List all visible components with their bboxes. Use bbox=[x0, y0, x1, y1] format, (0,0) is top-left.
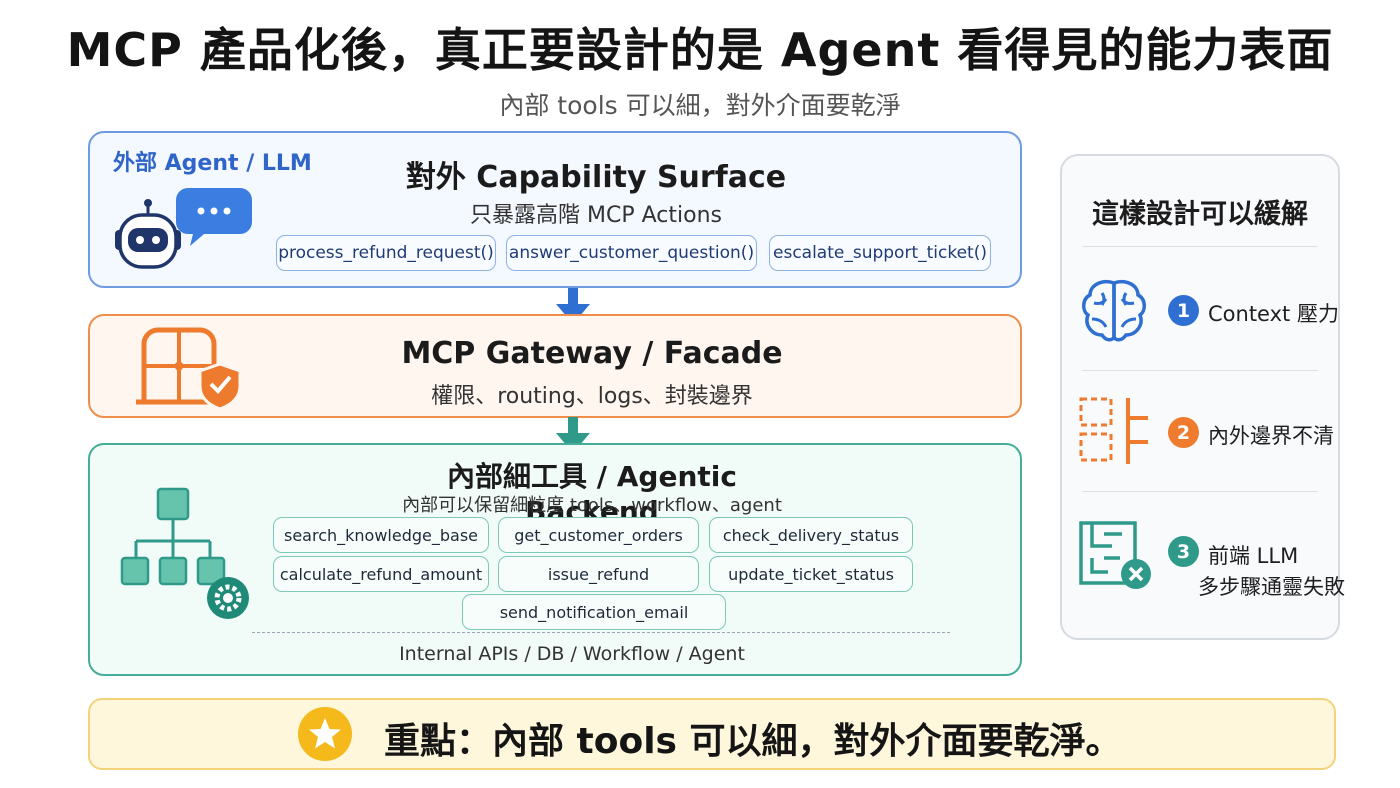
backend-footer: Internal APIs / DB / Workflow / Agent bbox=[399, 643, 745, 665]
step-number-badge: 1 bbox=[1168, 295, 1199, 326]
divider bbox=[1082, 370, 1318, 371]
key-point-banner bbox=[88, 698, 1336, 770]
mitigation-item-llm-detail: 多步驟通靈失敗 bbox=[1198, 575, 1345, 599]
tool-chip: issue_refund bbox=[498, 556, 699, 592]
robot-chat-icon bbox=[115, 188, 252, 269]
action-chip-process-refund: process_refund_request() bbox=[276, 235, 496, 271]
maze-fail-icon bbox=[1079, 521, 1151, 589]
page-subtitle: 內部 tools 可以細，對外介面要乾淨 bbox=[499, 91, 901, 120]
gateway-desc: 權限、routing、logs、封裝邊界 bbox=[431, 384, 753, 409]
tool-chip: search_knowledge_base bbox=[273, 517, 489, 553]
external-agent-label: 外部 Agent / LLM bbox=[113, 151, 312, 176]
star-icon bbox=[298, 707, 352, 761]
backend-title: 內部細工具 / Agentic Backend bbox=[447, 460, 737, 528]
gateway-title: MCP Gateway / Facade bbox=[401, 336, 783, 371]
divider bbox=[1082, 246, 1318, 247]
tool-chip: calculate_refund_amount bbox=[273, 556, 489, 592]
mitigation-item-llm: 前端 LLM bbox=[1208, 544, 1299, 568]
boundary-icon bbox=[1079, 397, 1148, 464]
action-chip-answer-question: answer_customer_question() bbox=[506, 235, 757, 271]
divider bbox=[1082, 491, 1318, 492]
gateway-panel bbox=[88, 314, 1022, 418]
tool-chip: send_notification_email bbox=[462, 594, 726, 630]
tool-chip: get_customer_orders bbox=[498, 517, 699, 553]
tool-chip: check_delivery_status bbox=[709, 517, 913, 553]
mitigation-item-context: Context 壓力 bbox=[1208, 302, 1339, 326]
mitigation-item-boundary: 內外邊界不清 bbox=[1208, 424, 1334, 448]
key-point-text: 重點：內部 tools 可以細，對外介面要乾淨。 bbox=[384, 721, 1122, 762]
gateway-shield-icon bbox=[136, 327, 242, 408]
tool-chip: update_ticket_status bbox=[709, 556, 913, 592]
step-number-badge: 3 bbox=[1168, 536, 1199, 567]
action-chip-escalate-ticket: escalate_support_ticket() bbox=[769, 235, 991, 271]
brain-icon bbox=[1082, 280, 1146, 342]
step-number-badge: 2 bbox=[1168, 417, 1199, 448]
hierarchy-gear-icon bbox=[120, 487, 249, 619]
surface-desc: 只暴露高階 MCP Actions bbox=[470, 203, 722, 228]
divider bbox=[252, 632, 950, 633]
backend-desc: 內部可以保留細粒度 tools、workflow、agent bbox=[402, 495, 782, 516]
page-title: MCP 產品化後，真正要設計的是 Agent 看得見的能力表面 bbox=[66, 23, 1334, 77]
mitigation-title: 這樣設計可以緩解 bbox=[1092, 199, 1308, 230]
surface-title: 對外 Capability Surface bbox=[405, 160, 787, 195]
